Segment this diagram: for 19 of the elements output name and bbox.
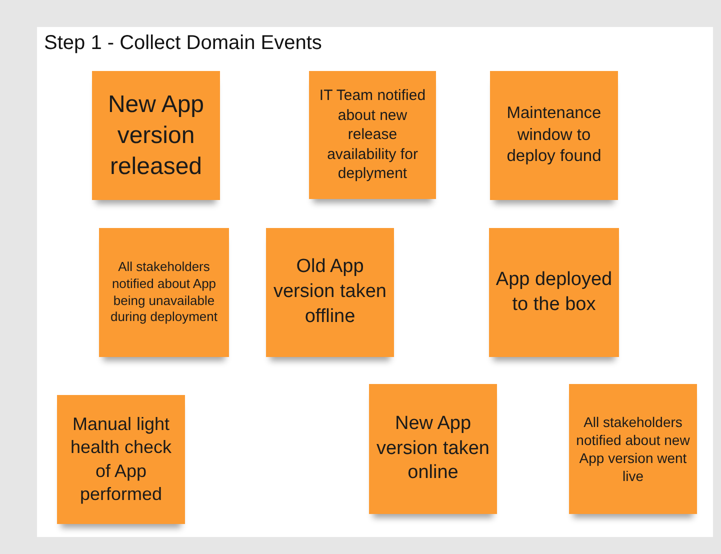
sticky-note [309,71,436,199]
sticky-note [569,384,697,514]
note-text: New App version taken online [375,412,490,486]
sticky-note [57,395,185,524]
sticky-note [99,228,229,357]
note-text: Maintenance window to deploy found [506,103,602,168]
sticky-note [369,384,497,514]
sticky-note [266,228,394,357]
sticky-note [489,228,619,357]
note-text: All stakeholders notified about App being unavailable during deployment [110,258,218,326]
note-text: All stakeholders notified about new App version went live [575,412,691,486]
sticky-note [490,71,618,200]
note-text: IT Team notified about new release availability for deplyment [318,86,427,184]
note-text: Old App version taken offline [272,255,388,329]
board-title: Step 1 - Collect Domain Events [44,32,322,55]
note-text: Manual light health check of App performed [69,412,173,506]
sticky-note [92,71,220,200]
note-text: App deployed to the box [495,268,613,316]
note-text: New App version released [106,90,206,182]
